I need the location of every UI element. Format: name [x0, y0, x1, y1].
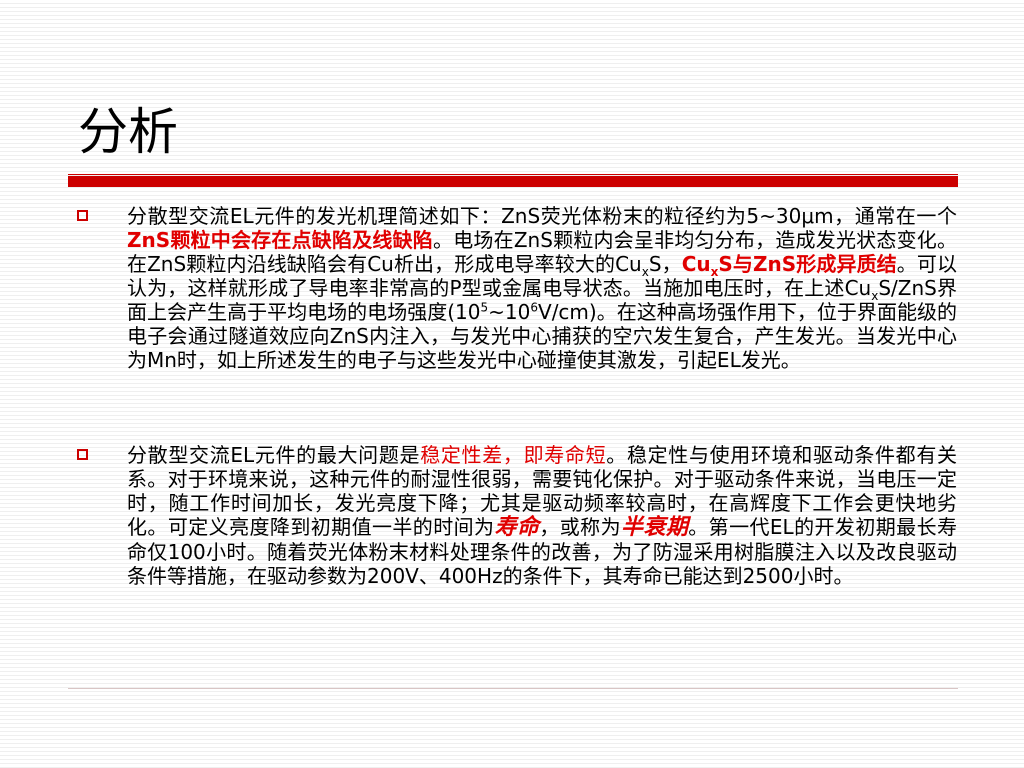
superscript: 5 [480, 300, 489, 315]
bullet-text: V/cm)。在这种高场强作用下，位于界面能级的电子会通过隧道效应向ZnS内注入，… [127, 300, 957, 372]
footer-divider [68, 688, 958, 689]
bullet-text: 。电场在ZnS颗粒内会呈非均匀分布，造成发光状态变化。在ZnS颗粒内沿线缺陷会有… [127, 228, 957, 276]
square-bullet-icon [77, 449, 88, 460]
bullet-text: S， [648, 252, 682, 276]
bullet-text: 。稳定性与使用环境和驱动条件都有关系。对于环境来说，这种元件的耐湿性很弱，需要钝… [127, 443, 958, 539]
bullet-item-mechanism: 分散型交流EL元件的发光机理简述如下：ZnS荧光体粉末的粒径约为5~30μm，通… [77, 204, 958, 372]
highlight-term: 半衰期 [621, 515, 689, 540]
subscript: x [641, 265, 649, 279]
slide-title: 分析 [78, 103, 178, 161]
highlight-text: Cu [681, 252, 711, 276]
subscript: x [710, 265, 719, 279]
highlight-term: 寿命 [494, 515, 540, 540]
bullet-text: ~10 [488, 300, 531, 324]
highlight-text: ZnS颗粒中会存在点缺陷及线缺陷 [127, 228, 434, 252]
bullet-text: ，或称为 [539, 515, 621, 539]
superscript: 6 [530, 300, 539, 315]
bullet-text: 。可以认为，这样就形成了导电率非常高的P型或金属电导状态。当施加电压时，在上述C… [127, 252, 957, 300]
bullet-text: 分散型交流EL元件的发光机理简述如下：ZnS荧光体粉末的粒径约为5~30μm，通… [127, 204, 957, 228]
bullet-item-lifetime: 分散型交流EL元件的最大问题是稳定性差，即寿命短。稳定性与使用环境和驱动条件都有… [77, 443, 958, 588]
title-underline [68, 176, 958, 187]
bullet-text: 分散型交流EL元件的最大问题是 [127, 443, 421, 467]
bullet-text: S/ZnS界面上会产生高于平均电场的电场强度(10 [127, 276, 958, 324]
bullet-text: 。第一代EL的开发初期最长寿命仅100小时。随着荧光体粉末材料处理条件的改善，为… [127, 515, 958, 588]
highlight-text: S与ZnS形成异质结 [718, 252, 897, 276]
square-bullet-icon [77, 210, 88, 221]
subscript: x [871, 289, 879, 303]
highlight-text: 稳定性差，即寿命短 [420, 443, 607, 467]
title-underline-thin [68, 174, 958, 175]
